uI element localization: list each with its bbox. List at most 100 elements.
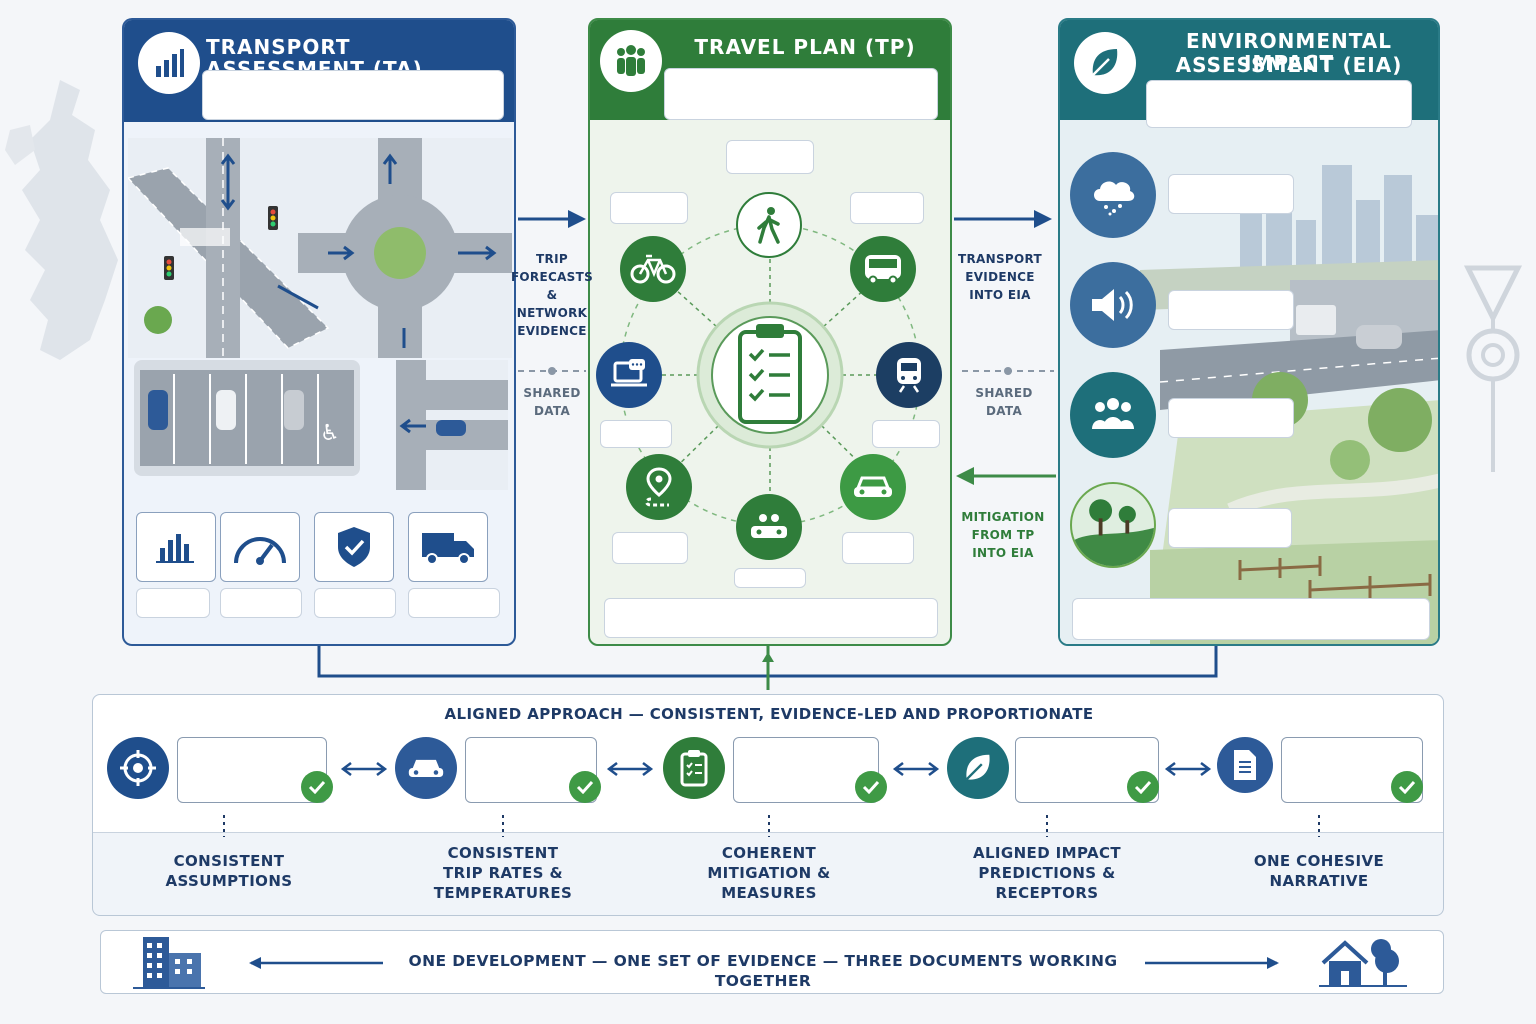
bar-chart-icon bbox=[156, 49, 184, 77]
train-icon bbox=[897, 358, 921, 393]
aligned-box-5 bbox=[1281, 737, 1423, 803]
ta-tile-speedometer bbox=[220, 512, 300, 582]
double-arrow-icon bbox=[1164, 762, 1212, 776]
aligned-title: ALIGNED APPROACH — CONSISTENT, EVIDENCE-… bbox=[444, 705, 1094, 723]
bar-chart-icon bbox=[156, 534, 194, 563]
aligned-check-1 bbox=[301, 771, 333, 803]
flow-text: INTO EIA bbox=[972, 546, 1034, 560]
flow-text: DATA bbox=[533, 404, 571, 418]
office-building-icon bbox=[133, 937, 205, 989]
bicycle-icon bbox=[630, 254, 676, 284]
aligned-text: ASSUMPTIONS bbox=[165, 872, 293, 890]
checkmark-icon bbox=[1134, 780, 1152, 794]
road-sign-decoration bbox=[1463, 265, 1523, 472]
landscape-tree-icon bbox=[1072, 499, 1154, 566]
flow-text: DATA bbox=[985, 404, 1023, 418]
double-arrow-icon bbox=[892, 762, 940, 776]
tp-node-car bbox=[840, 454, 906, 520]
flow-text: FROM TP bbox=[971, 528, 1035, 542]
flow-text: SHARED bbox=[523, 386, 581, 400]
double-arrow-icon bbox=[340, 762, 388, 776]
eia-title-line1: ENVIRONMENTAL IMPACT bbox=[1185, 29, 1393, 75]
ta-tile-bar-chart bbox=[136, 512, 216, 582]
people-group-icon bbox=[617, 45, 645, 76]
target-icon bbox=[120, 750, 156, 786]
double-arrow-icon bbox=[606, 762, 654, 776]
ta-tile-truck bbox=[408, 512, 488, 582]
tp-icon-circle bbox=[600, 30, 662, 92]
tp-node-caption-bottom bbox=[734, 568, 806, 588]
ta-tile-caption-3 bbox=[314, 588, 396, 618]
aligned-text: CONSISTENT bbox=[173, 852, 285, 870]
eia-row-box-1 bbox=[1168, 174, 1294, 214]
aligned-icon-clipboard bbox=[663, 737, 725, 799]
car-icon bbox=[408, 759, 444, 778]
aligned-text: MEASURES bbox=[721, 884, 817, 902]
tp-panel: TRAVEL PLAN (TP) bbox=[588, 18, 952, 646]
checkmark-icon bbox=[862, 780, 880, 794]
tp-node-walking bbox=[736, 192, 802, 258]
flow-label-shared-right: SHARED DATA bbox=[968, 384, 1040, 420]
flow-label-transport-evidence: TRANSPORT EVIDENCE INTO EIA bbox=[956, 250, 1044, 304]
leaf-icon bbox=[1092, 49, 1118, 76]
document-icon bbox=[1234, 750, 1256, 780]
car-share-icon bbox=[751, 514, 787, 538]
walking-icon bbox=[757, 207, 780, 244]
flow-text: TRIP bbox=[536, 252, 568, 266]
aligned-box-3 bbox=[733, 737, 879, 803]
ta-tile-caption-4 bbox=[408, 588, 500, 618]
tp-title: TRAVEL PLAN (TP) bbox=[694, 35, 916, 59]
aligned-label-3: COHERENT MITIGATION & MEASURES bbox=[679, 843, 859, 903]
ta-panel: TRANSPORT ASSESSMENT (TA) bbox=[122, 18, 516, 646]
aligned-check-4 bbox=[1127, 771, 1159, 803]
eia-row-community bbox=[1070, 372, 1156, 458]
flow-text: SHARED bbox=[975, 386, 1033, 400]
eia-row-box-3 bbox=[1168, 398, 1294, 438]
tp-node-caption-ml bbox=[600, 420, 672, 448]
air-quality-cloud-icon bbox=[1094, 181, 1135, 216]
tp-node-bicycle bbox=[620, 236, 686, 302]
tp-bottom-box bbox=[604, 598, 938, 638]
aligned-box-1 bbox=[177, 737, 327, 803]
flow-text: INTO EIA bbox=[969, 288, 1031, 302]
flow-text: MITIGATION bbox=[961, 510, 1045, 524]
left-long-arrow bbox=[249, 957, 383, 969]
flow-label-shared-left: SHARED DATA bbox=[516, 384, 588, 420]
ta-summary-box bbox=[202, 70, 504, 120]
aligned-label-2: CONSISTENT TRIP RATES & TEMPERATURES bbox=[413, 843, 593, 903]
leaf-icon bbox=[965, 754, 990, 781]
tp-node-caption-bl bbox=[612, 532, 688, 564]
flow-text: & NETWORK bbox=[516, 288, 588, 320]
tp-node-car-share bbox=[736, 494, 802, 560]
ta-icon-circle bbox=[138, 32, 200, 94]
aligned-text: COHERENT bbox=[721, 844, 817, 862]
shield-check-icon bbox=[338, 527, 370, 567]
aligned-text: TEMPERATURES bbox=[433, 884, 573, 902]
route-pin-icon bbox=[645, 467, 672, 507]
tp-node-caption-tl bbox=[610, 192, 688, 224]
checkmark-icon bbox=[576, 780, 594, 794]
truck-icon bbox=[422, 533, 474, 565]
aligned-text: NARRATIVE bbox=[1269, 872, 1369, 890]
eia-row-box-4 bbox=[1168, 508, 1292, 548]
eia-row-landscape bbox=[1070, 482, 1156, 568]
flow-label-mitigation: MITIGATION FROM TP INTO EIA bbox=[958, 508, 1048, 562]
parking-illustration: ♿ bbox=[134, 360, 360, 476]
aligned-text: ONE COHESIVE bbox=[1253, 852, 1385, 870]
right-long-arrow bbox=[1145, 957, 1279, 969]
aligned-dotted-connectors bbox=[223, 815, 1320, 837]
aligned-label-5: ONE COHESIVE NARRATIVE bbox=[1229, 851, 1409, 891]
footer-banner: ONE DEVELOPMENT — ONE SET OF EVIDENCE — … bbox=[100, 930, 1444, 994]
car-icon bbox=[854, 476, 892, 497]
tp-node-train bbox=[876, 342, 942, 408]
aligned-text: PREDICTIONS & bbox=[978, 864, 1116, 882]
eia-bottom-box bbox=[1072, 598, 1430, 640]
tp-node-laptop bbox=[596, 342, 662, 408]
eia-panel: ENVIRONMENTAL IMPACT ASSESSMENT (EIA) bbox=[1058, 18, 1440, 646]
clipboard-checklist-icon bbox=[738, 324, 802, 424]
ta-tile-caption-2 bbox=[220, 588, 302, 618]
tp-node-caption-tr bbox=[850, 192, 924, 224]
aligned-text: RECEPTORS bbox=[995, 884, 1099, 902]
aligned-label-4: ALIGNED IMPACT PREDICTIONS & RECEPTORS bbox=[951, 843, 1143, 903]
tp-node-caption-mr bbox=[872, 420, 940, 448]
